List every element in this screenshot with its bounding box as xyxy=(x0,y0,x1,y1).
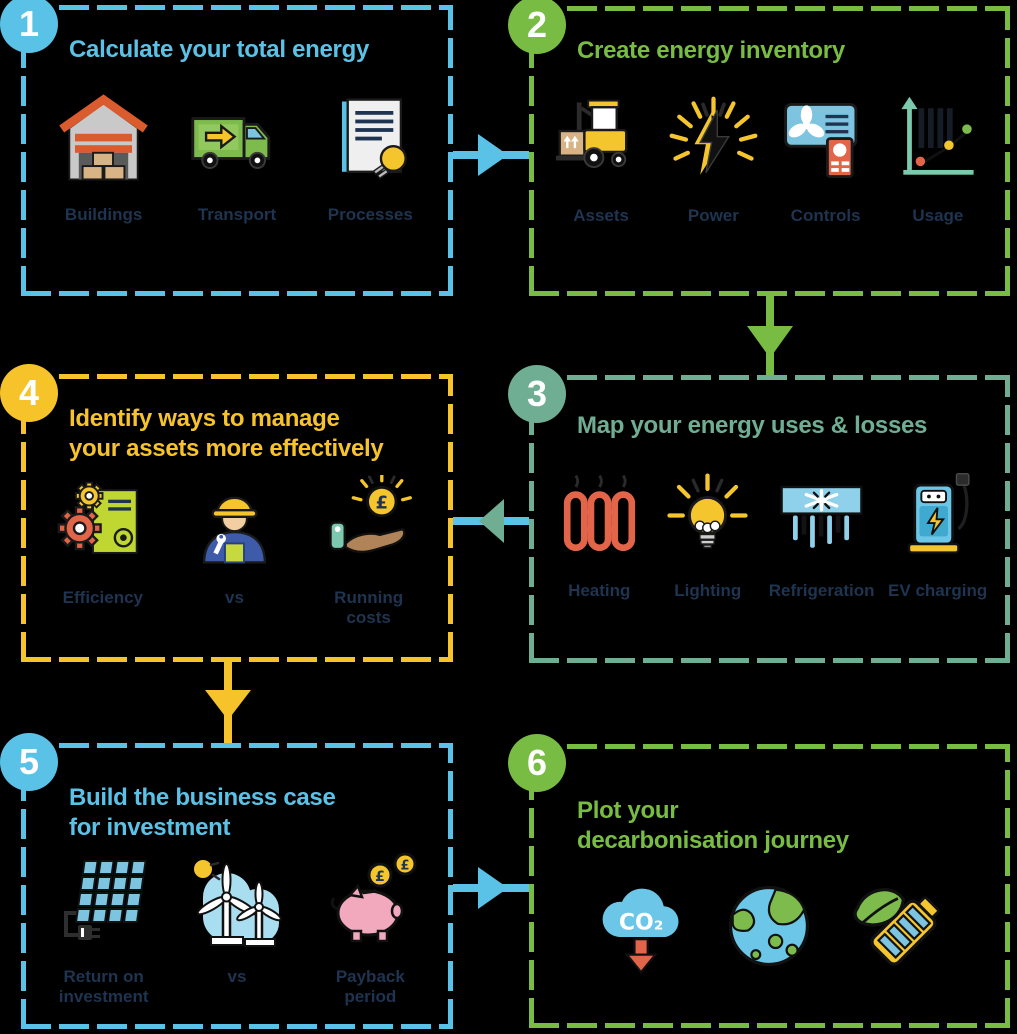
ev-charger-icon xyxy=(890,467,985,563)
item-label: Processes xyxy=(327,205,413,224)
step-3-title: Map your energy uses & losses xyxy=(577,412,928,439)
step-2-panel: 2 Create energy inventory xyxy=(508,0,1010,296)
item-controls: Controls xyxy=(778,92,873,226)
item-earth xyxy=(714,870,824,982)
item-running-costs: £ Running costs xyxy=(319,474,419,629)
warehouse-icon xyxy=(56,91,151,187)
item-green-battery xyxy=(844,870,954,982)
item-efficiency: Efficiency xyxy=(55,474,150,608)
step-5-badge: 5 xyxy=(0,733,58,791)
item-transport: Transport xyxy=(189,91,284,225)
svg-text:£: £ xyxy=(401,859,410,874)
hvac-controls-icon xyxy=(778,92,873,188)
item-label: Transport xyxy=(197,205,277,224)
delivery-truck-icon xyxy=(189,91,284,187)
item-label: Buildings xyxy=(64,205,143,224)
gears-document-icon xyxy=(55,474,150,570)
arrow-step5-to-step6 xyxy=(453,867,529,909)
arrow-step1-to-step2 xyxy=(453,134,529,176)
step-4-badge: 4 xyxy=(0,364,58,422)
item-vs-turbines: vs xyxy=(187,853,287,987)
step-3-panel: 3 Map your energy uses & losses xyxy=(508,365,1010,663)
item-label: Usage xyxy=(912,206,964,225)
item-label: Refrigeration xyxy=(768,581,875,600)
item-assets: Assets xyxy=(554,92,649,226)
item-label: Controls xyxy=(790,206,861,225)
item-label: Efficiency xyxy=(62,588,143,607)
step-2-badge: 2 xyxy=(508,0,566,54)
item-label: EV charging xyxy=(888,581,988,600)
earth-icon xyxy=(714,870,824,982)
item-vs-worker: vs xyxy=(187,474,282,608)
item-usage: Usage xyxy=(890,92,985,226)
item-heating: Heating xyxy=(552,467,647,601)
item-label: Return on investment xyxy=(58,967,149,1007)
item-label: Heating xyxy=(568,581,631,600)
step-1-title: Calculate your total energy xyxy=(69,36,369,63)
svg-text:CO₂: CO₂ xyxy=(619,910,663,935)
arrow-step4-to-step5 xyxy=(205,662,251,743)
step-2-title: Create energy inventory xyxy=(577,37,845,64)
item-label: vs xyxy=(225,588,244,607)
document-lightbulb-icon xyxy=(323,91,418,187)
item-label: vs xyxy=(227,967,247,986)
hand-coin-icon: £ xyxy=(321,474,416,570)
forklift-icon xyxy=(554,92,649,188)
item-roi: Return on investment xyxy=(54,853,154,1008)
usage-chart-icon xyxy=(890,92,985,188)
item-refrigeration: Refrigeration xyxy=(769,467,875,601)
step-1-badge: 1 xyxy=(0,0,58,53)
wind-turbines-icon xyxy=(187,853,287,949)
svg-text:£: £ xyxy=(375,869,385,885)
step-6-badge: 6 xyxy=(508,734,566,792)
step-1-panel: 1 Calculate your total energy Buildings xyxy=(0,0,453,296)
piggy-bank-icon: £ £ xyxy=(320,852,420,949)
green-battery-icon xyxy=(844,870,954,982)
item-ev-charging: EV charging xyxy=(888,467,987,601)
co2-reduction-icon: CO₂ xyxy=(585,870,695,982)
item-label: Assets xyxy=(573,206,629,225)
solar-panel-icon xyxy=(54,853,154,949)
radiator-icon xyxy=(552,467,647,563)
power-burst-icon xyxy=(666,92,761,188)
item-processes: Processes xyxy=(323,91,418,225)
item-payback: £ £ Payback period xyxy=(320,852,420,1008)
svg-text:£: £ xyxy=(376,492,389,513)
item-label: Payback period xyxy=(335,967,405,1007)
item-label: Power xyxy=(687,206,739,225)
arrow-step2-to-step3 xyxy=(747,296,793,375)
item-label: Lighting xyxy=(674,581,742,600)
step-3-badge: 3 xyxy=(508,365,566,423)
arrow-step3-to-step4 xyxy=(453,499,529,543)
item-label: Running costs xyxy=(334,588,404,628)
item-co2-reduction: CO₂ xyxy=(585,870,695,982)
lightbulb-icon xyxy=(660,467,755,563)
item-power: Power xyxy=(666,92,761,226)
refrigeration-icon xyxy=(774,467,869,563)
engineer-icon xyxy=(187,474,282,570)
item-buildings: Buildings xyxy=(56,91,151,225)
item-lighting: Lighting xyxy=(660,467,755,601)
